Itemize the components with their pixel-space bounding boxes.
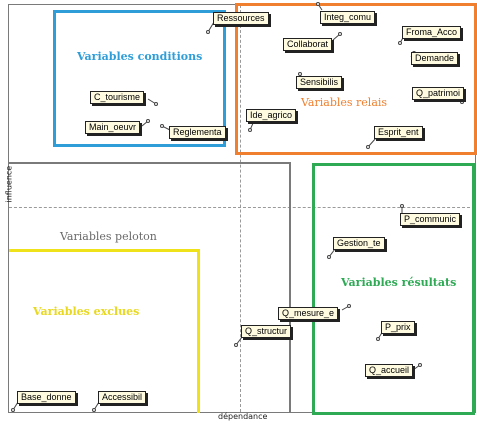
- zone-label-peloton: Variables peloton: [60, 230, 157, 243]
- point-base-donne[interactable]: [11, 408, 15, 412]
- label-c-tourisme[interactable]: C_tourisme: [90, 91, 145, 104]
- point-q-structur[interactable]: [234, 343, 238, 347]
- label-reglementa[interactable]: Reglementa: [169, 126, 226, 139]
- label-q-mesure-e[interactable]: Q_mesure_e: [278, 307, 339, 320]
- label-q-accueil[interactable]: Q_accueil: [365, 364, 414, 377]
- point-integ-comu[interactable]: [316, 2, 320, 6]
- zone-label-exclues: Variables exclues: [33, 305, 140, 318]
- label-collaborat[interactable]: Collaborat: [283, 38, 333, 51]
- zone-peloton: [9, 162, 291, 412]
- label-sensibilis[interactable]: Sensibilis: [296, 76, 343, 89]
- x-axis-title: dépendance: [218, 412, 268, 421]
- label-main-oeuvr[interactable]: Main_oeuvr: [85, 121, 141, 134]
- label-ide-agrico[interactable]: Ide_agrico: [246, 109, 297, 122]
- label-froma-acco[interactable]: Froma_Acco: [402, 26, 462, 39]
- point-ressources[interactable]: [206, 30, 210, 34]
- point-p-communic[interactable]: [400, 204, 404, 208]
- zone-exclues: [9, 249, 200, 413]
- zone-relais: [235, 3, 477, 155]
- point-reglementa[interactable]: [160, 124, 164, 128]
- zone-label-conditions: Variables conditions: [77, 50, 203, 63]
- point-collaborat[interactable]: [338, 32, 342, 36]
- point-ide-agrico[interactable]: [248, 128, 252, 132]
- label-q-patrimoi[interactable]: Q_patrimoi: [412, 87, 465, 100]
- horizontal-axis-line: [9, 207, 475, 208]
- point-q-patrimoi[interactable]: [460, 100, 464, 104]
- label-p-communic[interactable]: P_communic: [400, 213, 461, 226]
- point-main-oeuvr[interactable]: [146, 119, 150, 123]
- label-ressources[interactable]: Ressources: [213, 12, 269, 25]
- zone-label-resultats: Variables résultats: [341, 276, 457, 289]
- point-accessibil[interactable]: [92, 408, 96, 412]
- label-accessibil[interactable]: Accessibil: [98, 391, 147, 404]
- point-sensibilis[interactable]: [298, 72, 302, 76]
- zone-label-relais: Variables relais: [301, 96, 388, 109]
- zone-conditions: [53, 10, 226, 147]
- point-c-tourisme[interactable]: [154, 102, 158, 106]
- vertical-axis-line: [240, 5, 241, 412]
- point-gestion-te[interactable]: [327, 255, 331, 259]
- label-base-donne[interactable]: Base_donne: [17, 391, 76, 404]
- point-q-mesure-e[interactable]: [347, 304, 351, 308]
- point-p-prix[interactable]: [376, 337, 380, 341]
- label-demande[interactable]: Demande: [411, 52, 459, 65]
- label-esprit-ent[interactable]: Esprit_ent: [374, 126, 423, 139]
- point-q-accueil[interactable]: [418, 363, 422, 367]
- label-integ-comu[interactable]: Integ_comu: [320, 11, 376, 24]
- label-p-prix[interactable]: P_prix: [381, 321, 415, 334]
- point-esprit-ent[interactable]: [366, 145, 370, 149]
- point-froma-acco[interactable]: [398, 41, 402, 45]
- label-q-structur[interactable]: Q_structur: [241, 325, 292, 338]
- label-gestion-te[interactable]: Gestion_te: [333, 237, 385, 250]
- zone-resultats: [312, 163, 475, 415]
